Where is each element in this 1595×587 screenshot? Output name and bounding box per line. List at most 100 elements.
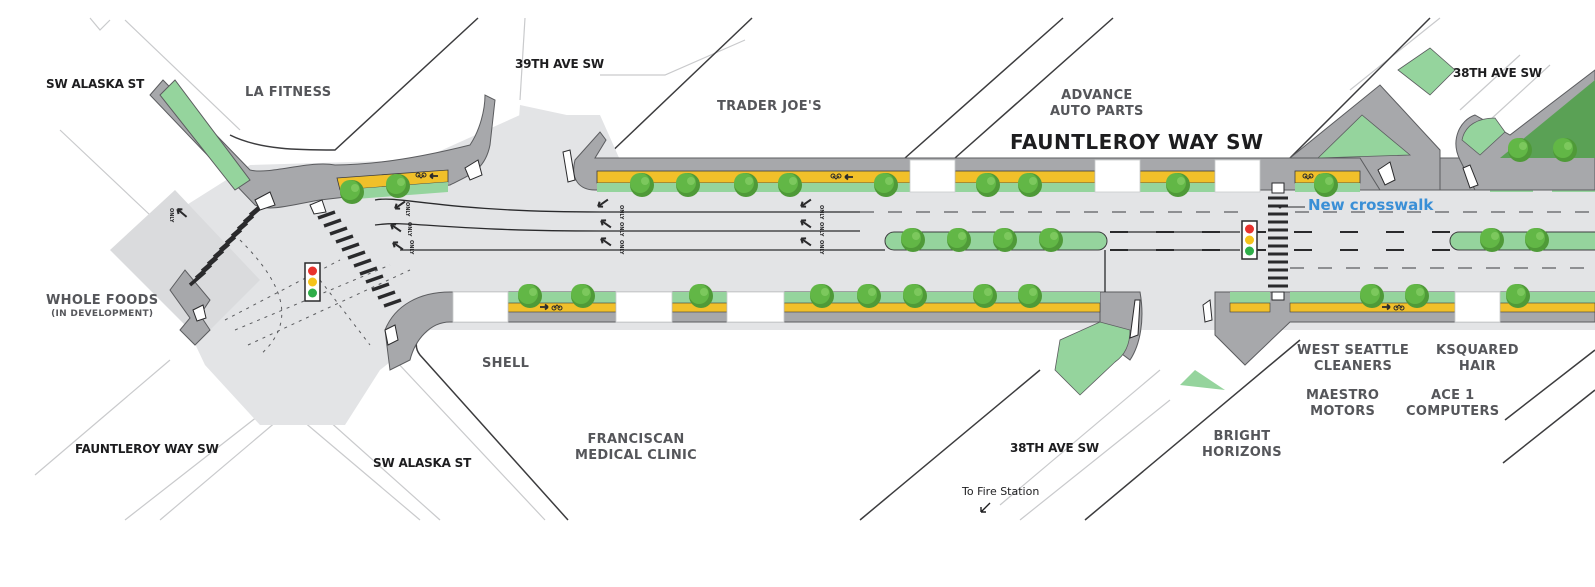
bike-lane-symbols [415,172,1405,311]
turn-arrows [176,198,812,251]
business-label-line: ACE 1 [1430,388,1475,403]
turn-arrow-icon [597,198,609,208]
turn-arrow-icon [800,198,812,208]
tree-icon [947,228,971,252]
tree-icon [386,174,410,198]
crosswalk-refuge-north [1271,182,1285,194]
street-label-38th-ave-sw-south: 38TH AVE SW [1010,441,1099,455]
plaza-dark-green [1500,80,1595,158]
lane-only-marking: ONLY [818,222,824,237]
bike-symbol-icon [540,303,563,311]
lane-only-marking: ONLY [406,222,412,237]
business-label-line: MEDICAL CLINIC [575,448,697,464]
north-driveways [909,159,1261,193]
lane-only-marking: ONLY [818,240,824,255]
plaza-planter-1 [1316,114,1412,159]
tree-icon [340,180,364,204]
traffic-signal-icon [1241,220,1258,260]
tree-icon [676,173,700,197]
south-driveways [452,291,1501,323]
street-label-sw-alaska-st-south: SW ALASKA ST [373,456,472,470]
business-label-line: WHOLE FOODS [46,293,159,308]
lane-only-marking: ONLY [168,208,174,223]
crosswalk-refuge-south [1271,291,1285,301]
business-label-ace-1-computers: ACE 1 COMPUTERS [1406,388,1499,421]
bike-symbol-icon [1382,303,1405,311]
intersection-area [155,115,1595,425]
business-label-franciscan-medical-clinic: FRANCISCAN MEDICAL CLINIC [575,432,697,465]
business-label-line: WEST SEATTLE [1297,343,1410,358]
tree-icon [903,284,927,308]
business-label-bright-horizons: BRIGHT HORIZONS [1202,429,1282,462]
tree-icon [901,228,925,252]
street-label-39th-ave-sw: 39TH AVE SW [515,57,604,71]
plaza-planter-3 [1461,117,1506,156]
business-label-note: (IN DEVELOPMENT) [51,309,154,320]
tree-icon [571,284,595,308]
plaza-planter-2 [1397,47,1456,96]
map-title-fauntleroy-way-sw: FAUNTLEROY WAY SW [1010,130,1264,154]
business-label-la-fitness: LA FITNESS [245,85,332,100]
tree-icon [518,284,542,308]
tree-icon [1506,284,1530,308]
business-label-line: AUTO PARTS [1050,104,1144,120]
lane-only-marking: ONLY [818,205,824,220]
tree-icon [973,284,997,308]
tree-icon [630,173,654,197]
crossing-dashes [1110,231,1450,251]
tree-icon [993,228,1017,252]
street-label-sw-alaska-st-nw: SW ALASKA ST [46,77,145,91]
lane-only-marking: ONLY [408,240,414,255]
turn-arrow-icon [600,219,612,229]
turn-arrow-icon [390,223,402,233]
turn-arrow-icon [176,208,188,218]
business-label-line: FRANCISCAN [587,432,685,447]
business-label-ksquared-hair: KSQUARED HAIR [1436,343,1519,376]
business-label-advance-auto-parts: ADVANCE AUTO PARTS [1050,88,1144,121]
curb-ramps [192,149,1479,346]
business-label-line: COMPUTERS [1406,404,1500,420]
tree-icon [734,173,758,197]
tree-icon [1039,228,1063,252]
business-label-west-seattle-cleaners: WEST SEATTLE CLEANERS [1297,343,1409,376]
turn-arrow-icon [600,237,612,247]
bike-symbol-icon [415,172,438,180]
lane-only-marking: ONLY [404,202,410,217]
tree-icon [810,284,834,308]
crosswalk-alaska-west [188,200,267,287]
la-fitness-planter [159,79,251,191]
business-label-line: HAIR [1458,359,1496,375]
business-label-line: CLEANERS [1313,359,1393,375]
tree-icon [1360,284,1384,308]
traffic-signal-icon [304,262,321,302]
business-label-maestro-motors: MAESTRO MOTORS [1306,388,1379,421]
tree-icon [1314,173,1338,197]
turn-arrow-icon [394,200,406,210]
new-crosswalk [1268,196,1288,288]
dashed-lane-lines [860,211,1595,269]
tree-icon [857,284,881,308]
39th-ave-approach [515,105,590,170]
turn-arrow-icon [800,219,812,229]
business-label-line: ADVANCE [1061,88,1133,103]
fire-station-arrow-icon [980,502,991,513]
south-plaza-planter [1054,321,1131,396]
business-label-shell: SHELL [482,356,530,371]
tree-icon [689,284,713,308]
note-to-fire-station: To Fire Station [962,485,1040,498]
street-label-fauntleroy-way-sw-south: FAUNTLEROY WAY SW [75,442,219,456]
business-label-line: MAESTRO [1306,388,1380,403]
business-label-line: MOTORS [1310,404,1376,420]
street-label-38th-ave-sw-north: 38TH AVE SW [1453,66,1542,80]
tree-icon [874,173,898,197]
tree-icon [1018,173,1042,197]
street-trees [340,138,1577,308]
tree-icon [1166,173,1190,197]
tree-icon [778,173,802,197]
business-label-line: BRIGHT [1213,429,1271,444]
business-label-whole-foods: WHOLE FOODS (IN DEVELOPMENT) [46,293,158,321]
center-median-east [1449,231,1595,251]
turn-arrow-icon [800,237,812,247]
